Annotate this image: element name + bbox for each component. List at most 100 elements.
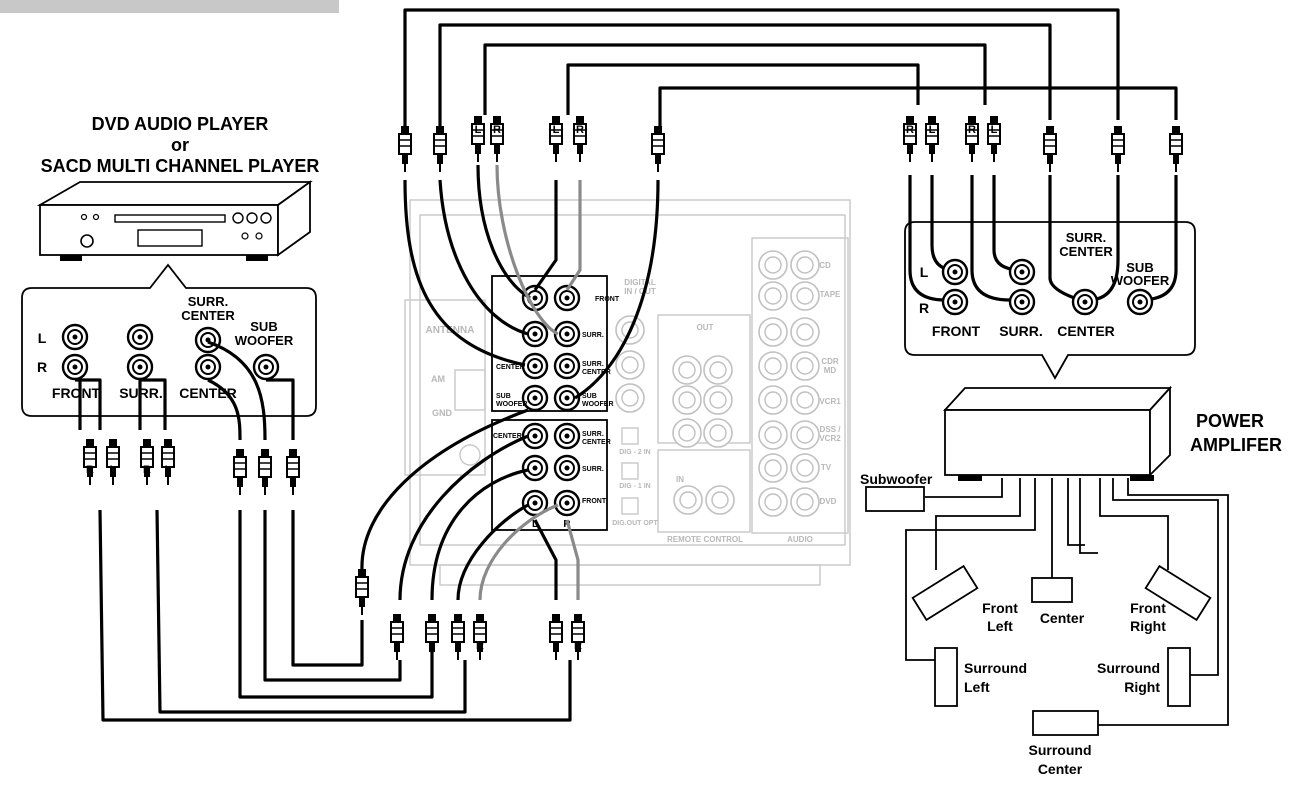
amp-label-surr-center-1: SURR. — [1066, 230, 1106, 245]
plug-label-r-7: R — [476, 640, 484, 652]
receiver-surr-center-1: SURR. — [582, 361, 604, 368]
amp-label-surr-center-2: CENTER — [1059, 244, 1113, 259]
dvd-jack-surr-l — [126, 323, 154, 351]
plug-label-r-5: R — [86, 464, 94, 476]
receiver-front-2: FRONT — [582, 498, 607, 505]
speaker-subwoofer — [865, 486, 925, 512]
plug-label-l-5: L — [110, 464, 117, 476]
receiver-center: CENTER — [496, 364, 525, 371]
label-surround-center-1: Surround — [1029, 742, 1092, 758]
dvd-label-l: L — [38, 330, 47, 346]
receiver-remote-control: REMOTE CONTROL — [667, 535, 743, 544]
input-cables — [75, 340, 580, 722]
receiver-surr-center-4: CENTER — [582, 439, 611, 446]
label-subwoofer: Subwoofer — [860, 471, 933, 487]
receiver-sub-1: SUB — [496, 393, 511, 400]
amp-jack-labels: L R FRONT SURR. SURR. CENTER CENTER SUB … — [919, 230, 1170, 339]
dvd-label-front: FRONT — [52, 385, 101, 401]
receiver-sub-4: WOOFER — [582, 401, 614, 408]
dvd-title-line1: DVD AUDIO PLAYER — [92, 114, 269, 134]
dvd-jack-labels: L R FRONT SURR. SURR. CENTER CENTER SUB … — [37, 294, 294, 401]
receiver-bottom-l: L — [532, 519, 538, 530]
amp-label-sub-1: SUB — [1126, 260, 1153, 275]
dvd-label-sub-2: WOOFER — [235, 333, 294, 348]
dvd-label-surr-center-2: CENTER — [181, 308, 235, 323]
label-surround-right-2: Right — [1124, 679, 1160, 695]
dvd-label-sub-1: SUB — [250, 319, 277, 334]
speaker-surround-center — [1032, 710, 1099, 736]
speaker-front-left — [911, 564, 979, 622]
speakers — [865, 486, 1212, 736]
receiver-multichannel-block: FRONT SURR. CENTER SURR. CENTER SUB WOOF… — [491, 275, 620, 531]
receiver-cd: CD — [819, 261, 831, 270]
receiver-center-2: CENTER — [493, 433, 522, 440]
receiver-digital-1: DIGITAL — [624, 278, 656, 287]
plug-label-r-2: R — [576, 124, 584, 136]
plug-label-l-3: L — [929, 124, 936, 136]
receiver-surr-center-2: CENTER — [582, 369, 611, 376]
label-front-right-1: Front — [1130, 600, 1166, 616]
dvd-jack-front-l — [61, 323, 89, 351]
receiver-tape: TAPE — [820, 290, 841, 299]
label-surround-right-1: Surround — [1097, 660, 1160, 676]
power-amp-title-1: POWER — [1196, 411, 1264, 431]
amp-jack-panel — [904, 221, 1196, 380]
receiver-cdr-1: CDR — [821, 357, 839, 366]
plug-label-r-8: R — [574, 640, 582, 652]
dvd-player-title: DVD AUDIO PLAYER or SACD MULTI CHANNEL P… — [41, 114, 320, 176]
speaker-wires — [905, 478, 1229, 726]
receiver-audio: AUDIO — [787, 535, 813, 544]
amp-label-front: FRONT — [932, 323, 981, 339]
speaker-labels: Subwoofer Front Left Center Front Right … — [860, 471, 1166, 777]
dvd-label-r: R — [37, 359, 47, 375]
receiver-surr-center-3: SURR. — [582, 431, 604, 438]
plug-label-l-1: L — [475, 124, 482, 136]
receiver-sub-3: SUB — [582, 393, 597, 400]
dvd-jack-subwoofer — [252, 353, 280, 381]
amp-label-r: R — [919, 300, 929, 316]
plug-label-l-7: L — [455, 640, 462, 652]
dvd-jack-center — [194, 353, 222, 381]
top-plugs: L R L R R L R L — [398, 115, 1183, 173]
receiver-front: FRONT — [595, 296, 620, 303]
plug-label-r-4: R — [968, 124, 976, 136]
plug-label-r-6: R — [143, 464, 151, 476]
speaker-center — [1031, 577, 1073, 603]
amp-label-surr: SURR. — [999, 323, 1043, 339]
speaker-surround-left — [934, 647, 958, 707]
receiver-dss-1: DSS / — [820, 425, 842, 434]
dvd-jack-panel — [21, 263, 317, 417]
amp-label-l: L — [920, 264, 929, 280]
power-amplifier-device — [942, 385, 1173, 481]
plug-label-l-4: L — [991, 124, 998, 136]
receiver-am: AM — [431, 374, 445, 384]
amp-label-sub-2: WOOFER — [1111, 273, 1170, 288]
label-surround-left-1: Surround — [964, 660, 1027, 676]
dvd-label-surr-center-1: SURR. — [188, 294, 228, 309]
power-amp-title-2: AMPLIFER — [1190, 435, 1282, 455]
receiver-rear-panel: ANTENNA AM GND OUT REMOTE CONTROL IN AUD… — [404, 199, 851, 586]
output-cables — [403, 8, 1178, 400]
receiver-in: IN — [676, 475, 684, 484]
label-front-left-1: Front — [982, 600, 1018, 616]
label-front-left-2: Left — [987, 618, 1013, 634]
dvd-jack-surr-center — [194, 326, 222, 354]
receiver-sub-2: WOOFER — [496, 401, 528, 408]
receiver-vcr1: VCR1 — [819, 397, 841, 406]
dvd-player-device — [36, 180, 313, 261]
dvd-jack-surr-r — [126, 353, 154, 381]
receiver-tv: TV — [821, 463, 832, 472]
speaker-front-right — [1144, 564, 1212, 622]
plug-label-r-1: R — [493, 124, 501, 136]
speaker-surround-right — [1167, 647, 1191, 707]
amp-label-center: CENTER — [1057, 323, 1115, 339]
plug-label-l-8: L — [553, 640, 560, 652]
receiver-dss-2: VCR2 — [819, 434, 841, 443]
label-surround-left-2: Left — [964, 679, 990, 695]
receiver-dvd: DVD — [820, 497, 837, 506]
plug-label-l-2: L — [553, 124, 560, 136]
label-surround-center-2: Center — [1038, 761, 1083, 777]
receiver-surr: SURR. — [582, 332, 604, 339]
receiver-digital-2: IN / OUT — [624, 287, 656, 296]
